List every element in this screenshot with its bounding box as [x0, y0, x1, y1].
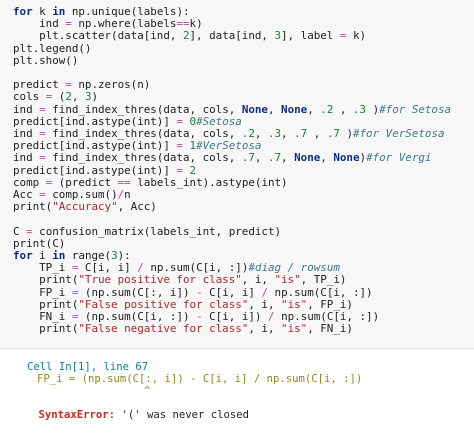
code-line: plt.show(): [13, 53, 79, 67]
error-code-line: FP_i = (np.sum(C[:, i]) - C[i, i] / np.s…: [37, 373, 363, 385]
error-location: Cell In[1], line 67: [27, 361, 149, 373]
code-line: print("False negative for class", i, "is…: [13, 322, 353, 336]
code-line: plt.scatter(data[ind, 2], data[ind, 3], …: [13, 29, 367, 43]
code-line: C = confusion_matrix(labels_int, predict…: [13, 224, 282, 238]
code-line: for k in np.unique(labels):: [13, 5, 190, 18]
code-line: predict[ind.astype(int)] = 0#Setosa: [13, 114, 242, 128]
code-line: ind = find_index_thres(data, cols, None,…: [13, 102, 452, 116]
code-line: ind = find_index_thres(data, cols, .7, .…: [13, 151, 432, 165]
code-line: predict[ind.astype(int)] = 2: [13, 163, 197, 177]
code-line: plt.legend(): [13, 41, 92, 55]
code-line: print("True positive for class", i, "is"…: [13, 273, 347, 287]
code-line: predict = np.zeros(n): [13, 78, 151, 92]
code-line: print("Accuracy", Acc): [13, 200, 157, 214]
code-line: comp = (predict == labels_int).astype(in…: [13, 175, 288, 189]
code-line: ind = np.where(labels==k): [13, 17, 203, 31]
code-line: [13, 213, 20, 225]
code-line: Acc = comp.sum()/n: [13, 188, 131, 201]
error-caret: ^: [144, 385, 151, 397]
error-message: : '(' was never closed: [108, 409, 250, 421]
code-cell[interactable]: for k in np.unique(labels): ind = np.whe…: [0, 0, 474, 349]
error-name: SyntaxError: [38, 409, 109, 421]
code-line: print(C): [13, 236, 66, 250]
code-line: FP_i = (np.sum(C[:, i]) - C[i, i] / np.s…: [13, 285, 373, 299]
code-line: [13, 67, 20, 79]
code-line: cols = (2, 3): [13, 90, 99, 104]
code-line: for i in range(3):: [13, 249, 131, 262]
code-line: TP_i = C[i, i] / np.sum(C[i, :])#diag / …: [13, 261, 340, 275]
code-line: FN_i = (np.sum(C[i, :]) - C[i, i]) / np.…: [13, 310, 380, 323]
code-line: predict[ind.astype(int)] = 1#VerSetosa: [13, 139, 262, 153]
code-line: print("False positive for class", i, "is…: [13, 297, 353, 311]
code-line: ind = find_index_thres(data, cols, .2, .…: [13, 127, 445, 140]
error-message-line: SyntaxError: '(' was never closed: [13, 397, 250, 433]
